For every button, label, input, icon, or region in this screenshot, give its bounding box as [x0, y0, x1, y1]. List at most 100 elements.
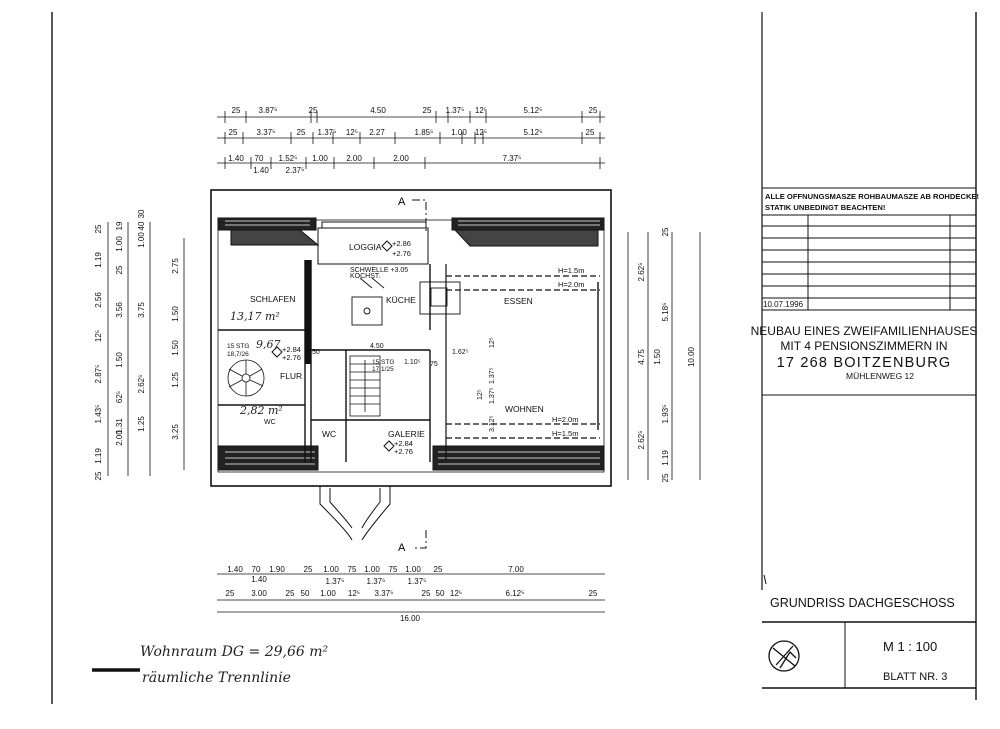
dim-label: 2.62⁵ [137, 375, 146, 394]
level-labels: +2.86 +2.76 +2.84 +2.76 +2.84 +2.76 H=1.… [282, 239, 584, 456]
room-labels: LOGGIA SCHLAFEN KÜCHE ESSEN FLUR WOHNEN … [227, 242, 544, 439]
level-flur-2: +2.76 [282, 353, 301, 362]
dim-label: 5.12⁵ [524, 128, 543, 137]
dim-label: 50 [312, 349, 320, 356]
dim-label: 1.37⁵ [489, 387, 496, 404]
dim-label: 62⁵ [115, 391, 124, 403]
dim-label: 10.00 [687, 346, 696, 367]
dim-label: 4.50 [370, 106, 386, 115]
title-note-2: STATIK UNBEDINGT BEACHTEN! [765, 203, 885, 212]
dim-label: 70 [252, 565, 261, 574]
room-wc: WC [322, 429, 336, 439]
dim-label: 12⁵ [94, 330, 103, 342]
schwelle-label: SCHWELLE +3.05 [350, 267, 408, 274]
dim-label: 25 [229, 128, 238, 137]
dim-label: 1.00 [405, 565, 421, 574]
dim-label: 1.37⁵ [446, 106, 465, 115]
dim-label: 1.37⁵ [489, 367, 496, 384]
height-top-15: H=1.5m [558, 266, 584, 275]
room-loggia: LOGGIA [349, 242, 382, 252]
dim-label: 5.12⁵ [524, 106, 543, 115]
dim-label: 1.25 [171, 372, 180, 388]
dim-label: 25 [423, 106, 432, 115]
area-wc: 2,82 m² [239, 404, 283, 417]
project-line-3: 17 268 BOITZENBURG [777, 355, 952, 371]
title-note-1: ALLE OFFNUNGSMASZE ROHBAUMASZE AB ROHDEC… [765, 192, 979, 201]
right-dimension-labels: 2.62⁵ 4.75 2.62⁵ 1.19 25 25 5.18⁵ 1.50 1… [637, 227, 696, 482]
dim-label: 25 [422, 589, 431, 598]
dim-label: 1.00 [323, 565, 339, 574]
dim-label: 12⁵ [346, 128, 358, 137]
dim-label: 25 [94, 471, 103, 480]
title-date: 10.07.1996 [763, 300, 804, 309]
stair-2-ratio: 17,1/25 [372, 366, 394, 373]
dim-label: 12⁵ [489, 337, 496, 348]
bottom-dimensions [217, 573, 605, 613]
room-schlafen: SCHLAFEN [250, 294, 295, 304]
top-dimensions [217, 111, 605, 169]
dim-label: 25 [661, 227, 670, 236]
room-flur: FLUR [280, 371, 302, 381]
dim-label: 3.37⁵ [375, 589, 394, 598]
dim-total: 16.00 [400, 614, 421, 623]
dim-label: 1.62⁵ [452, 349, 469, 356]
dim-label: 30 [137, 209, 146, 218]
room-galerie: GALERIE [388, 429, 425, 439]
dim-label: 1.00 [320, 589, 336, 598]
dim-label: 2.00 [393, 154, 409, 163]
level-flur-1: +2.84 [282, 345, 301, 354]
dim-label: 1.52⁵ [279, 154, 298, 163]
dim-label: 25 [589, 589, 598, 598]
dim-label: 1.50 [171, 306, 180, 322]
height-top-20: H=2.0m [558, 280, 584, 289]
level-galerie-2: +2.76 [394, 447, 413, 456]
dim-label: 2.00 [346, 154, 362, 163]
dimension-ticks [224, 111, 601, 169]
kitchen-fixtures [351, 277, 461, 326]
project-line-2: MIT 4 PENSIONSZIMMERN IN [780, 339, 947, 353]
spiral-stair [227, 359, 265, 397]
living-area-note: Wohnraum DG = 29,66 m² [140, 644, 329, 660]
area-flur: 9,67 [256, 338, 281, 351]
dim-label: 2.75 [171, 258, 180, 274]
dim-label: 25 [586, 128, 595, 137]
room-wc-small: WC [264, 419, 276, 426]
dim-label: 7.00 [508, 565, 524, 574]
dim-label: 3.75 [137, 302, 146, 318]
section-marker-bottom: A [398, 542, 406, 554]
dim-label: 2.62⁵ [637, 263, 646, 282]
dim-label: 12⁵ [475, 128, 487, 137]
dim-label: 25 [226, 589, 235, 598]
dim-label: 1.00 [451, 128, 467, 137]
sheet-frame [51, 12, 977, 704]
dim-label: 4.75 [637, 349, 646, 365]
dim-label: 5.18⁵ [661, 303, 670, 322]
dim-label: 1.37⁵ [326, 577, 345, 586]
dim-label: 3.25 [171, 424, 180, 440]
room-essen: ESSEN [504, 296, 533, 306]
inner-dimensions: 4.50 1.62⁵ 1.10⁵ 75 50 12⁵ 1.37⁵ 3.12⁵ 1… [312, 337, 496, 432]
dim-label: 75 [348, 565, 357, 574]
left-dimension-labels: 25 1.19 1.00 19 30 25 2.56 3.56 12⁵ 2.87… [94, 209, 180, 480]
dim-label: 3.56 [115, 302, 124, 318]
dim-label: 1.25 [137, 416, 146, 432]
entrance-steps [319, 486, 391, 541]
dim-label: 3.37⁵ [257, 128, 276, 137]
stair-1-label: 15 STG [227, 343, 249, 350]
dim-label: 2.56 [94, 292, 103, 308]
dim-label: 1.31 [115, 418, 124, 434]
dim-label: 1.93⁵ [661, 405, 670, 424]
dim-label: 1.40 [253, 166, 269, 175]
level-loggia-2: +2.76 [392, 249, 411, 258]
dim-label: 25 [297, 128, 306, 137]
right-dimensions [627, 232, 701, 480]
handwritten-areas: 13,17 m² 9,67 2,82 m² [230, 310, 283, 417]
project-line-4: MÜHLENWEG 12 [846, 371, 914, 381]
dim-label: 40 [137, 221, 146, 230]
dim-label: 25 [309, 106, 318, 115]
dim-label: 3.00 [251, 589, 267, 598]
top-dimension-labels: 25 3.87⁵ 25 4.50 25 1.37⁵ 12⁵ 5.12⁵ 25 2… [228, 106, 598, 175]
architect-seal-icon [768, 640, 800, 672]
dim-label: 12⁵ [477, 389, 484, 400]
